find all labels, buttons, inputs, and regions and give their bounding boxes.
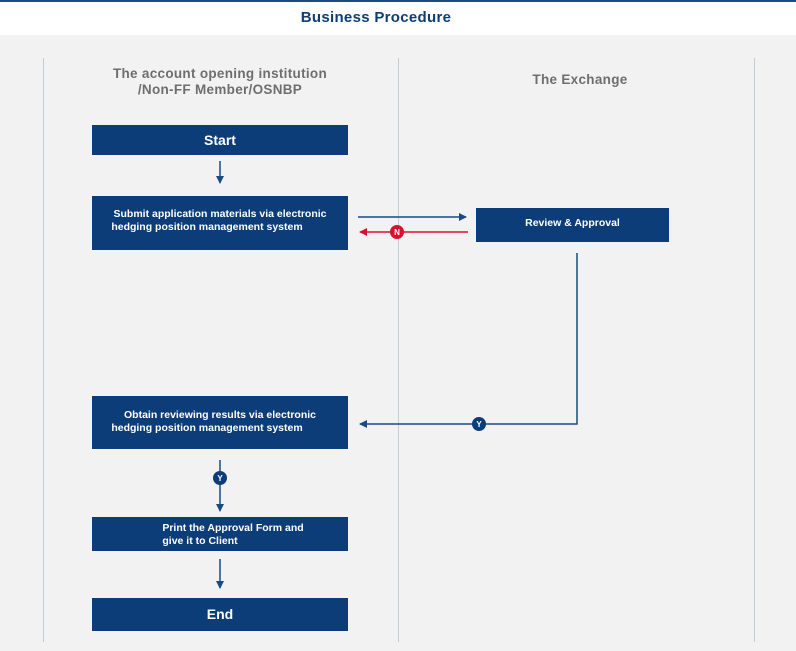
end-box: End (92, 598, 348, 631)
badge-yes-exchange-label: Y (476, 420, 482, 429)
badge-no: N (390, 225, 404, 239)
lane-title-institution-line1: The account opening institution (112, 66, 328, 81)
badge-no-label: N (394, 228, 400, 237)
badge-yes-institution: Y (213, 471, 227, 485)
obtain-results-line1: Obtain reviewing results via electronic (124, 409, 316, 421)
lane-divider-right (754, 58, 755, 642)
lane-title-institution: The account opening institution /Non-FF … (60, 66, 380, 98)
lane-title-institution-line2: /Non-FF Member/OSNBP (137, 82, 303, 97)
review-approval-box: Review & Approval (476, 208, 669, 242)
submit-materials-line1: Submit application materials via electro… (113, 208, 327, 220)
page-title: Business Procedure (300, 9, 452, 26)
submit-materials-line2: hedging position management system (111, 221, 303, 233)
print-approval-line1: Print the Approval Form and (162, 522, 304, 534)
badge-yes-exchange: Y (472, 417, 486, 431)
obtain-results-box: Obtain reviewing results via electronic … (92, 396, 348, 449)
lane-divider-left (43, 58, 44, 642)
obtain-results-line2: hedging position management system (111, 422, 303, 434)
header-bar: Business Procedure (0, 0, 796, 35)
submit-materials-box: Submit application materials via electro… (92, 196, 348, 250)
lane-divider-middle (398, 58, 399, 642)
start-box: Start (92, 125, 348, 155)
print-approval-line2: give it to Client (162, 535, 238, 547)
arrow-review-approved (359, 253, 578, 428)
badge-yes-institution-label: Y (217, 474, 223, 483)
print-approval-box: Print the Approval Form and give it to C… (92, 517, 348, 551)
lane-title-exchange: The Exchange (532, 72, 628, 87)
